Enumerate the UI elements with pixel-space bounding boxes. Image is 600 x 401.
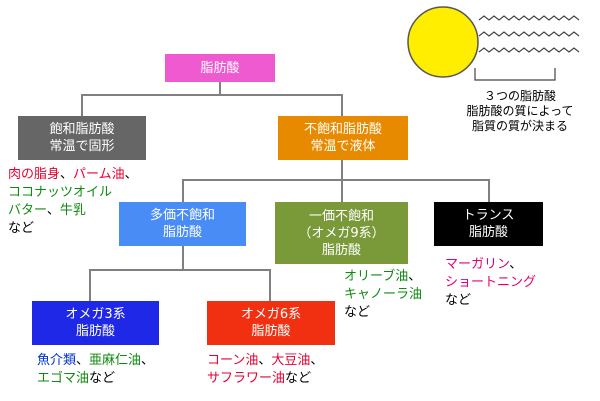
example-text: ショートニング	[445, 275, 537, 290]
example-text: ココナッツオイル	[8, 185, 113, 200]
example-text: など	[285, 371, 312, 386]
connector-root-down	[219, 82, 221, 95]
connector-to-unsaturated	[341, 94, 343, 116]
connector-to-omega6	[269, 269, 271, 301]
trans-box-line: トランス	[462, 208, 515, 223]
note-line-1: ３つの脂肪酸	[483, 89, 556, 103]
saturated-example-line: ココナッツオイル	[8, 184, 138, 202]
saturated-box-line: 飽和脂肪酸	[49, 122, 115, 137]
trans-example-line: マーガリン、	[445, 256, 536, 274]
sun-icon	[407, 6, 479, 78]
example-text: 、	[76, 353, 90, 368]
omega6-examples: コーン油、大豆油、サフラワー油など	[207, 352, 323, 388]
example-text: 、	[46, 203, 60, 218]
saturated-example-line: バター、牛乳	[8, 202, 138, 220]
note-line-3: 脂質の質が決まる	[471, 119, 568, 133]
omega6-example-line: サフラワー油など	[207, 370, 323, 388]
mono-example-line: キャノーラ油	[344, 286, 422, 304]
omega6-box-line: 脂肪酸	[251, 324, 291, 339]
omega3-box-line: 脂肪酸	[75, 324, 115, 339]
bracket-line	[474, 68, 556, 81]
connector-to-trans	[488, 179, 490, 202]
mono-box-line: 脂肪酸	[321, 242, 361, 258]
poly-box-line: 多価不飽和	[149, 208, 215, 223]
omega3-examples: 魚介類、亜麻仁油、エゴマ油など	[37, 352, 154, 388]
example-text: 大豆油	[271, 353, 311, 368]
wave-line-2	[478, 31, 580, 37]
connector-level1-bar	[81, 94, 343, 96]
example-text: オリーブ油	[344, 269, 409, 284]
saturated-example-line: など	[8, 220, 138, 238]
note-line-2: 脂肪酸の質によって	[466, 104, 574, 118]
mono-box-line: 一価不飽和	[308, 208, 374, 224]
saturated-example-line: 肉の脂身、パーム油、	[8, 166, 138, 184]
mono-box-line: （オメガ9系）	[298, 225, 385, 241]
example-text: バター	[8, 203, 47, 218]
trans-example-line: など	[445, 292, 536, 310]
saturated-fatty-acid-box: 飽和脂肪酸常温で固形	[18, 116, 146, 160]
unsaturated-box-line: 不飽和脂肪酸	[303, 122, 382, 137]
connector-level3-bar	[89, 269, 271, 271]
example-text: 牛乳	[59, 203, 86, 218]
connector-to-saturated	[81, 94, 83, 116]
example-text: 魚介類	[37, 353, 77, 368]
trans-fatty-acid-box: トランス脂肪酸	[434, 202, 543, 246]
fatty-acid-root-box: 脂肪酸	[165, 54, 275, 82]
example-text: キャノーラ油	[344, 287, 423, 302]
example-text: など	[344, 305, 371, 320]
three-fatty-acids-note: ３つの脂肪酸 脂肪酸の質によって 脂質の質が決まる	[445, 89, 595, 134]
example-text: 、	[408, 269, 422, 284]
root-box-line: 脂肪酸	[200, 60, 240, 76]
example-text: 肉の脂身	[8, 167, 61, 182]
sun-and-waves-illustration	[407, 6, 580, 81]
example-text: など	[89, 371, 116, 386]
example-text: 、	[258, 353, 272, 368]
example-text: 亜麻仁油	[89, 353, 142, 368]
connector-unsaturated-down	[341, 160, 343, 180]
unsaturated-fatty-acid-box: 不飽和脂肪酸常温で液体	[278, 116, 408, 160]
example-text: 、	[141, 353, 155, 368]
poly-box-line: 脂肪酸	[162, 225, 202, 240]
omega3-box-line: オメガ3系	[65, 307, 126, 322]
connector-poly-down	[182, 246, 184, 270]
saturated-box-line: 常温で固形	[49, 139, 115, 154]
example-text: 、	[509, 257, 523, 272]
example-text: など	[445, 293, 472, 308]
trans-example-line: ショートニング	[445, 274, 536, 292]
connector-to-mono	[341, 179, 343, 202]
omega6-box-line: オメガ6系	[240, 307, 302, 322]
saturated-examples: 肉の脂身、パーム油、ココナッツオイルバター、牛乳など	[8, 166, 138, 238]
wave-line-3	[478, 47, 580, 53]
omega6-fatty-acid-box: オメガ6系脂肪酸	[207, 301, 335, 345]
example-text: エゴマ油	[37, 371, 90, 386]
example-text: サフラワー油	[207, 371, 286, 386]
mono-example-line: オリーブ油、	[344, 268, 422, 286]
omega6-example-line: コーン油、大豆油、	[207, 352, 323, 370]
connector-level2-bar	[182, 179, 490, 181]
omega3-example-line: エゴマ油など	[37, 370, 154, 388]
mono-examples: オリーブ油、キャノーラ油など	[344, 268, 422, 322]
example-text: 、	[124, 167, 138, 182]
trans-box-line: 脂肪酸	[468, 225, 508, 240]
example-text: 、	[310, 353, 324, 368]
connector-to-poly	[182, 179, 184, 202]
connector-to-omega3	[89, 269, 91, 301]
monounsaturated-fatty-acid-box: 一価不飽和（オメガ9系）脂肪酸	[275, 202, 408, 264]
example-text: など	[8, 221, 35, 236]
unsaturated-box-line: 常温で液体	[310, 139, 376, 154]
trans-examples: マーガリン、ショートニングなど	[445, 256, 536, 310]
wave-line-1	[478, 15, 580, 21]
polyunsaturated-fatty-acid-box: 多価不飽和脂肪酸	[119, 202, 246, 246]
example-text: マーガリン	[445, 257, 510, 272]
example-text: コーン油	[207, 353, 259, 368]
mono-example-line: など	[344, 304, 422, 322]
omega3-example-line: 魚介類、亜麻仁油、	[37, 352, 154, 370]
example-text: パーム油	[73, 167, 125, 182]
omega3-fatty-acid-box: オメガ3系脂肪酸	[32, 301, 159, 345]
example-text: 、	[60, 167, 74, 182]
